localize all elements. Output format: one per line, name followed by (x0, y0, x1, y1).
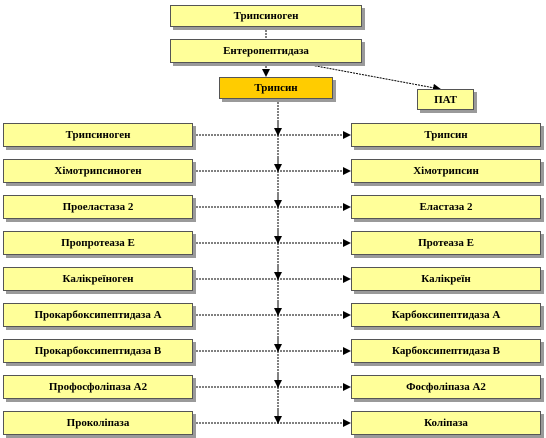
active-enzyme-box: Фосфоліпаза А2 (351, 375, 541, 399)
precursor-box: Пропротеаза Е (3, 231, 193, 255)
precursor-box: Калікреїноген (3, 267, 193, 291)
active-enzyme-box: Карбоксипептидаза А (351, 303, 541, 327)
active-enzyme-box: Трипсин (351, 123, 541, 147)
precursor-box: Прокарбоксипептидаза В (3, 339, 193, 363)
active-enzyme-box: Коліпаза (351, 411, 541, 435)
enteropeptidase-box: Ентеропептидаза (170, 39, 362, 63)
precursor-box: Прокарбоксипептидаза А (3, 303, 193, 327)
active-enzyme-box: Протеаза Е (351, 231, 541, 255)
active-enzyme-box: Еластаза 2 (351, 195, 541, 219)
precursor-box: Хімотрипсиноген (3, 159, 193, 183)
active-enzyme-box: Калікреїн (351, 267, 541, 291)
precursor-box: Трипсиноген (3, 123, 193, 147)
precursor-box: Профосфоліпаза А2 (3, 375, 193, 399)
active-enzyme-box: Хімотрипсин (351, 159, 541, 183)
enteropeptidase-to-pat-arrow (299, 62, 441, 92)
pat-box: ПАТ (417, 89, 474, 110)
precursor-box: Проколіпаза (3, 411, 193, 435)
trypsin-highlight-box: Трипсин (219, 77, 333, 99)
precursor-box: Проеластаза 2 (3, 195, 193, 219)
trypsinogen-top-box: Трипсиноген (170, 5, 362, 27)
active-enzyme-box: Карбоксипептидаза В (351, 339, 541, 363)
